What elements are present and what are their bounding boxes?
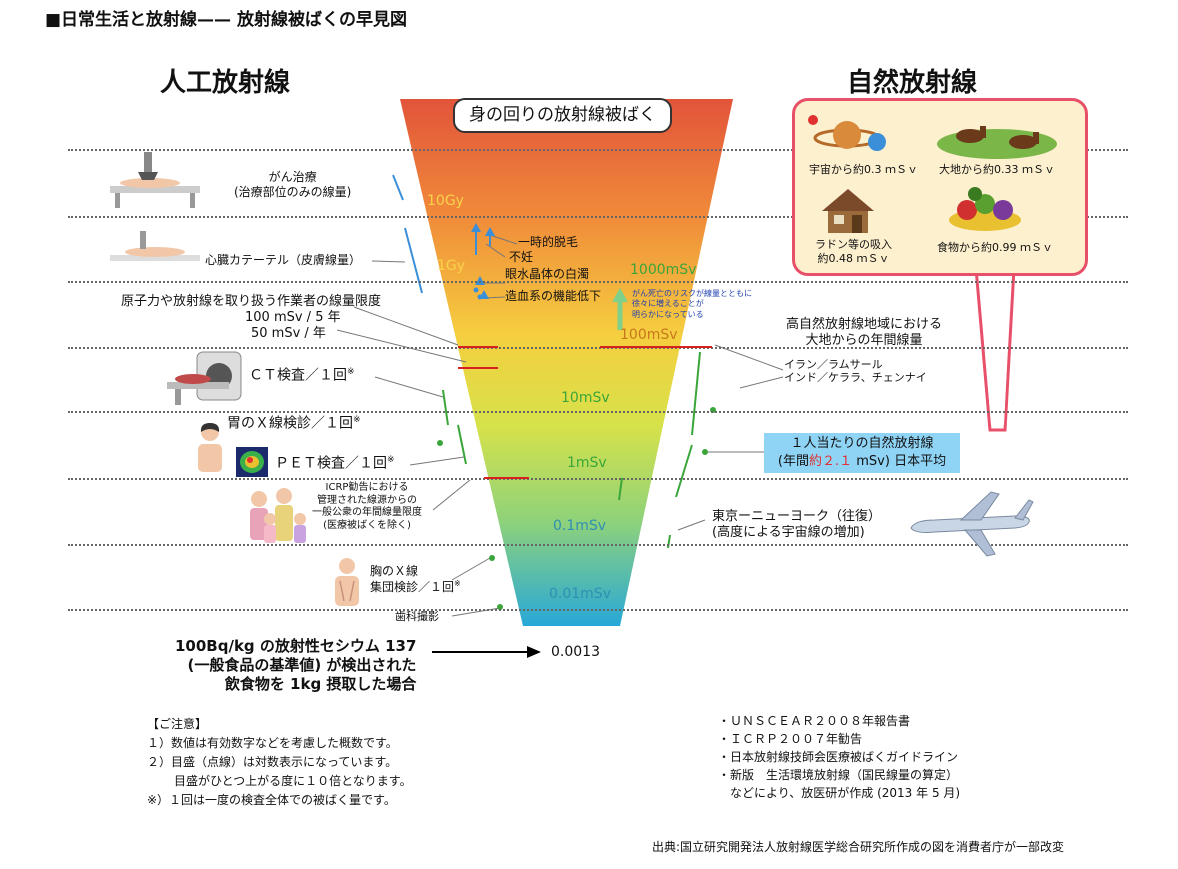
planet-icon <box>805 110 890 164</box>
cesium-value: 0.0013 <box>551 644 600 660</box>
iran-label: イラン／ラムサール <box>784 358 883 371</box>
limit-tick-1 <box>484 477 529 479</box>
japan-average-line1: １人当たりの自然放射線 <box>790 436 934 451</box>
worker-1y-label: 50 mSv / 年 <box>251 326 326 341</box>
blue-bars <box>392 174 423 294</box>
scale-001msv: 0.01mSv <box>549 586 611 602</box>
patient-icon <box>190 420 230 479</box>
scale-line <box>68 609 1128 611</box>
effect-arrows <box>471 223 495 300</box>
right-heading: 自然放射線 <box>847 68 978 98</box>
funnel-shape <box>400 99 733 626</box>
cesium-arrow <box>527 646 541 658</box>
dental-xray-label: 歯科撮影 <box>395 610 439 623</box>
scale-line <box>68 149 1128 151</box>
scale-1msv: 1mSv <box>567 455 607 471</box>
worker-5y-label: 100 mSv / 5 年 <box>245 310 341 325</box>
pet-label: ＰＥＴ検査／１回※ <box>275 455 395 472</box>
note-1: １）数値は有効数字などを考慮した概数です。 <box>147 736 398 750</box>
scale-line <box>68 544 1128 546</box>
source-5: などにより、放医研が作成 (2013 年 5 月) <box>718 786 961 800</box>
high-area-label: 高自然放射線地域における 大地からの年間線量 <box>786 317 943 349</box>
radon-dose-label: ラドン等の吸入 約0.48 ｍＳｖ <box>815 238 892 265</box>
india-label: インド／ケララ、チェンナイ <box>784 371 927 384</box>
ct-label: ＣＴ検査／１回※ <box>249 367 355 384</box>
scale-1000msv: 1000mSv <box>630 262 697 278</box>
cesium-label: 100Bq/kg の放射性セシウム 137 (一般食品の基準値) が検出された … <box>175 637 417 693</box>
center-label: 身の回りの放射線被ばく <box>453 98 672 134</box>
leader-lines <box>336 234 784 617</box>
limit-tick-50 <box>458 367 498 369</box>
credit-line: 出典:国立研究開発法人放射線医学総合研究所作成の図を消費者庁が一部改変 <box>652 840 1065 854</box>
high-area-tick <box>600 346 712 348</box>
effect-hair-loss: 一時的脱毛 <box>518 235 579 249</box>
source-3: ・日本放射線技師会医療被ばくガイドライン <box>718 750 959 764</box>
scale-line <box>68 411 1128 413</box>
source-2: ・ＩＣＲＰ２００７年勧告 <box>718 732 863 746</box>
stomach-xray-label: 胃のＸ線検診／１回※ <box>227 415 361 432</box>
scale-100msv: 100mSv <box>620 327 678 343</box>
scale-10gy: 10Gy <box>427 193 464 209</box>
icrp-limit-label: ICRP勧告における 管理された線源からの 一般公衆の年間線量限度 (医療被ばく… <box>312 482 422 531</box>
cancer-therapy-label: がん治療 (治療部位のみの線量) <box>234 170 352 199</box>
scale-01msv: 0.1mSv <box>553 518 607 534</box>
cardiac-catheter-label: 心臓カテーテル（皮膚線量） <box>205 253 362 267</box>
effect-hematopoietic: 造血系の機能低下 <box>505 289 602 303</box>
japan-average-line2: (年間約２.１ mSv) 日本平均 <box>777 454 947 469</box>
source-1: ・ＵＮＳＣＥＡＲ２００８年報告書 <box>718 714 911 728</box>
marker-dots <box>437 407 716 610</box>
chest-xray-label: 胸のＸ線 集団検診／１回※ <box>370 564 461 594</box>
note-3: ※）１回は一度の検査全体での被ばく量です。 <box>147 793 396 807</box>
effect-sterility: 不妊 <box>509 250 534 264</box>
space-dose-label: 宇宙から約0.3 ｍＳｖ <box>809 163 918 176</box>
effect-cataract: 眼水晶体の白濁 <box>505 267 590 281</box>
scale-line <box>68 347 1128 349</box>
note-2b: 目盛がひとつ上がる度に１０倍となります。 <box>174 774 412 788</box>
chest-xray-icon <box>328 556 366 612</box>
pet-scan-icon <box>236 447 268 481</box>
dose-bars <box>442 351 701 549</box>
limit-tick-100 <box>458 346 498 348</box>
source-4: ・新版 生活環境放射線（国民線量の算定） <box>718 768 959 782</box>
horse-icon <box>935 108 1060 164</box>
radiotherapy-icon <box>100 150 210 216</box>
scale-line <box>68 478 1128 480</box>
catheter-icon <box>100 225 210 279</box>
page-title: ■日常生活と放射線—— 放射線被ばくの早見図 <box>45 10 407 30</box>
scale-line <box>68 281 1128 283</box>
airplane-icon <box>905 490 1035 564</box>
scale-1gy: 1Gy <box>437 258 466 274</box>
notes-heading: 【ご注意】 <box>147 717 208 731</box>
japan-average-box: １人当たりの自然放射線 (年間約２.１ mSv) 日本平均 <box>764 433 960 473</box>
cancer-risk-note: がん死亡のリスクが線量とともに 徐々に増えることが 明らかになっている <box>632 289 752 319</box>
food-icon <box>945 182 1025 238</box>
worker-limit-label: 原子力や放射線を取り扱う作業者の線量限度 <box>121 294 382 309</box>
family-icon <box>244 485 310 549</box>
house-icon <box>820 187 876 239</box>
scale-line <box>68 216 1128 218</box>
scale-10msv: 10mSv <box>561 390 610 406</box>
cancer-arrow <box>612 288 628 302</box>
ground-dose-label: 大地から約0.33 ｍＳｖ <box>939 163 1055 176</box>
left-heading: 人工放射線 <box>160 68 291 98</box>
note-2: ２）目盛（点線）は対数表示になっています。 <box>147 755 398 769</box>
tokyo-ny-label: 東京ーニューヨーク（往復） (高度による宇宙線の増加) <box>712 509 882 541</box>
food-dose-label: 食物から約0.99 ｍＳｖ <box>937 241 1053 254</box>
ct-scanner-icon <box>165 350 245 414</box>
